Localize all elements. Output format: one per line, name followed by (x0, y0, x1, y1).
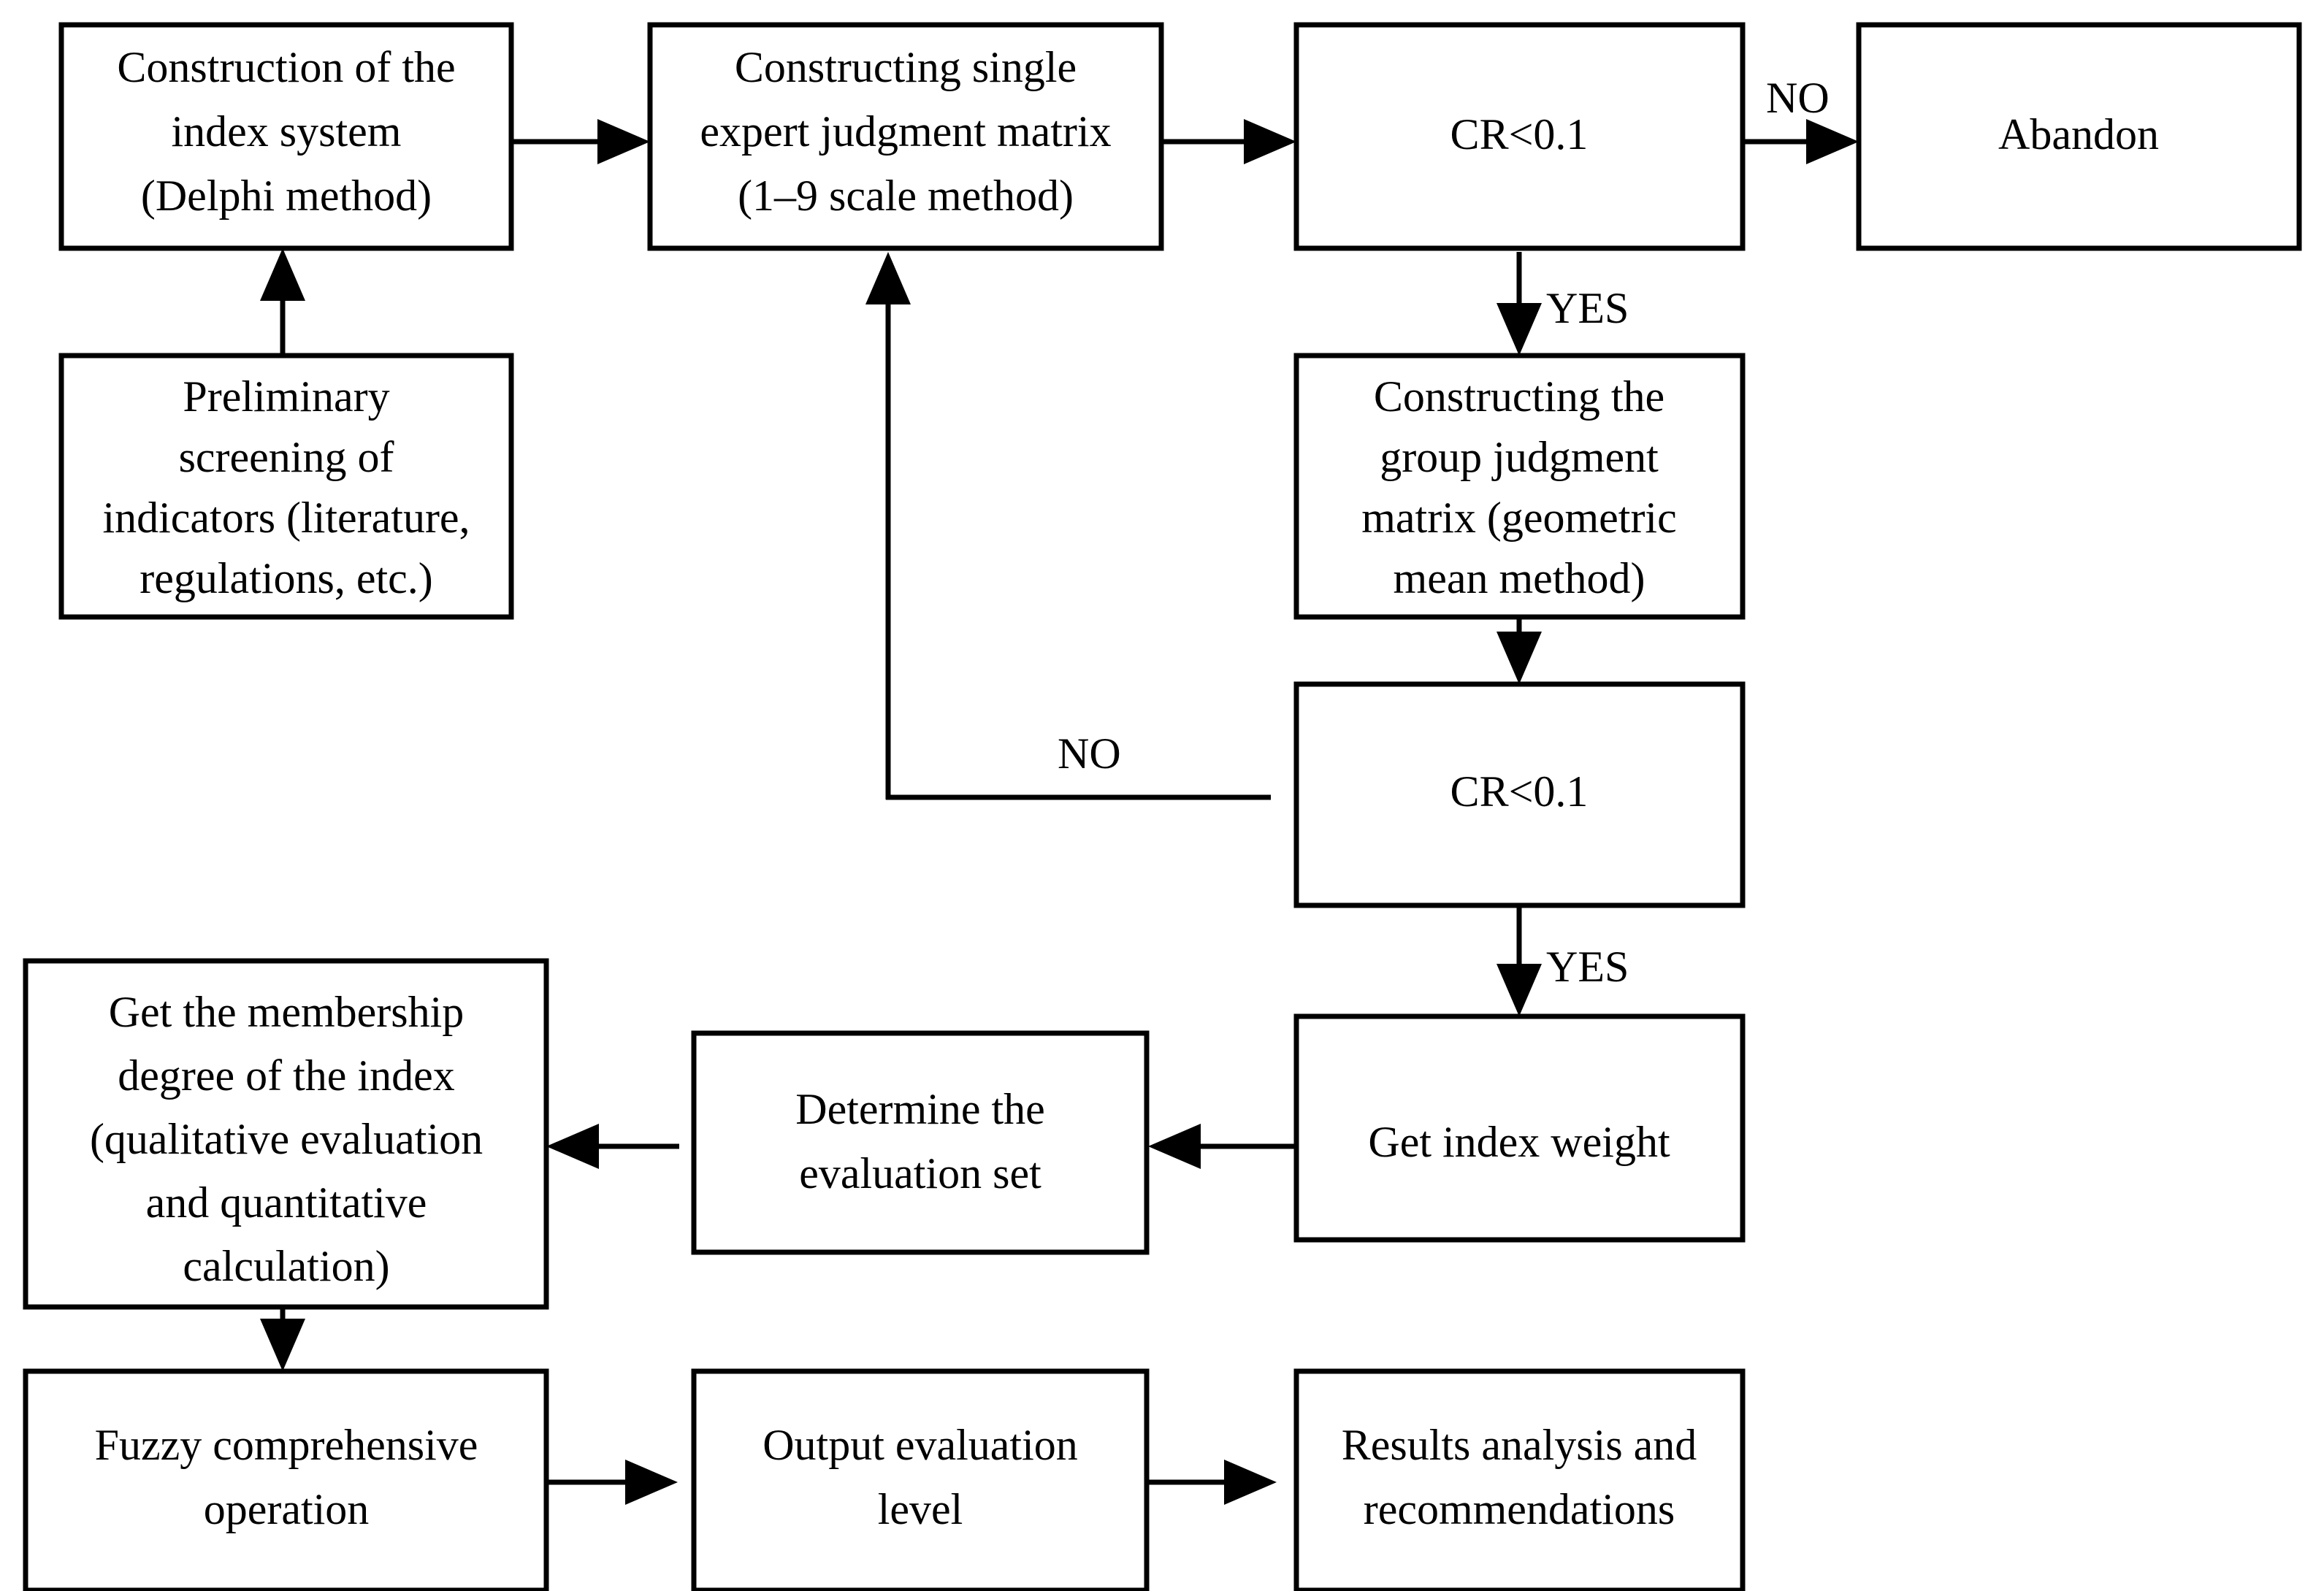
node-line: regulations, etc.) (139, 554, 433, 602)
edge-label-no-loopback: NO (1058, 729, 1121, 778)
edge-group-matrix-to-cr2 (1497, 617, 1542, 684)
node-line: level (878, 1485, 963, 1533)
node-construction-index-system[interactable]: Construction of the index system (Delphi… (58, 22, 514, 251)
edge-membership-to-fuzzy (260, 1307, 305, 1371)
edge-cr2-no-loopback (865, 252, 1271, 800)
edge-single-matrix-to-cr1 (1161, 119, 1296, 164)
edge-cr1-yes-to-group-matrix (1497, 252, 1542, 356)
node-line: calculation) (183, 1242, 389, 1290)
node-membership-degree[interactable]: Get the membership degree of the index (… (23, 958, 549, 1310)
edge-index-weight-to-evaluation-set (1148, 1124, 1294, 1169)
edge-label-no-abandon: NO (1766, 74, 1830, 122)
node-line: group judgment (1380, 433, 1659, 481)
node-line: matrix (geometric (1361, 494, 1676, 542)
node-line: recommendations (1364, 1485, 1675, 1533)
node-line: Construction of the (117, 43, 455, 91)
node-output-evaluation-level[interactable]: Output evaluation level (691, 1368, 1150, 1591)
node-abandon[interactable]: Abandon (1856, 22, 2302, 251)
node-fuzzy-operation[interactable]: Fuzzy comprehensive operation (23, 1368, 549, 1591)
node-line: Get the membership (109, 988, 465, 1036)
node-line: CR<0.1 (1450, 767, 1589, 816)
edge-fuzzy-to-output-level (546, 1460, 678, 1505)
node-line: Get index weight (1368, 1118, 1670, 1166)
node-line: Abandon (1998, 110, 2159, 158)
node-line: index system (172, 107, 402, 156)
node-line: (Delphi method) (141, 172, 432, 220)
node-cr-check-group[interactable]: CR<0.1 (1293, 681, 1746, 908)
node-line: and quantitative (146, 1178, 427, 1227)
node-single-expert-matrix[interactable]: Constructing single expert judgment matr… (647, 22, 1164, 251)
edge-evaluation-set-to-membership (546, 1124, 679, 1169)
node-line: Constructing the (1374, 372, 1664, 421)
node-line: (1–9 scale method) (738, 172, 1074, 220)
node-line: Constructing single (735, 43, 1077, 91)
node-line: degree of the index (118, 1051, 454, 1100)
node-line: Output evaluation (762, 1421, 1078, 1469)
edge-label-yes-group: YES (1546, 284, 1629, 332)
node-preliminary-screening[interactable]: Preliminary screening of indicators (lit… (58, 353, 514, 620)
node-line: screening of (179, 433, 394, 481)
node-line: CR<0.1 (1450, 110, 1589, 158)
node-line: operation (204, 1485, 370, 1533)
edge-output-level-to-results (1148, 1460, 1277, 1505)
node-line: Fuzzy comprehensive (95, 1421, 478, 1469)
node-line: Results analysis and (1342, 1421, 1697, 1469)
node-line: evaluation set (799, 1149, 1041, 1197)
node-results-analysis[interactable]: Results analysis and recommendations (1293, 1368, 1746, 1591)
node-line: Determine the (795, 1085, 1045, 1133)
node-group-judgment-matrix[interactable]: Constructing the group judgment matrix (… (1293, 353, 1746, 620)
node-line: expert judgment matrix (700, 107, 1111, 156)
node-line: (qualitative evaluation (90, 1115, 483, 1163)
node-line: mean method) (1394, 554, 1645, 602)
node-line: Preliminary (183, 372, 389, 421)
node-determine-evaluation-set[interactable]: Determine the evaluation set (691, 1030, 1150, 1255)
edge-preliminary-to-construction (260, 248, 305, 356)
edge-cr2-yes-to-index-weight (1497, 905, 1542, 1016)
edge-construction-to-single-matrix (511, 119, 650, 164)
node-line: indicators (literature, (102, 494, 470, 542)
edge-cr1-no-to-abandon (1743, 119, 1859, 164)
edge-label-yes-weight: YES (1546, 943, 1629, 991)
node-cr-check-single[interactable]: CR<0.1 (1293, 22, 1746, 251)
node-get-index-weight[interactable]: Get index weight (1293, 1013, 1746, 1243)
